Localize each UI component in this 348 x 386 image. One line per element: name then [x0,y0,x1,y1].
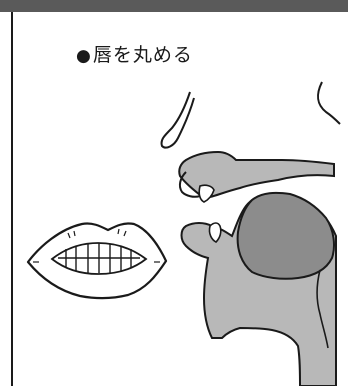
lower-tooth [208,222,222,243]
upper-tooth [198,184,215,203]
left-vertical-rule [11,12,13,386]
header-bar [0,0,348,12]
sagittal-section-view [160,81,341,386]
nose-bridge-outline [160,91,195,149]
rounded-lips-front-view [26,222,168,300]
pharynx-line [316,269,329,349]
front-teeth [58,243,140,273]
nasal-cavity-back [316,81,341,125]
upper-jaw-palate [178,150,335,200]
tongue [236,191,335,280]
bullet-icon: ● [76,46,92,66]
lip-shading-marks [33,228,160,263]
caption-text: 唇を丸める [92,44,193,66]
upper-lip-side [178,171,201,198]
instruction-caption: ●唇を丸める [76,44,193,67]
